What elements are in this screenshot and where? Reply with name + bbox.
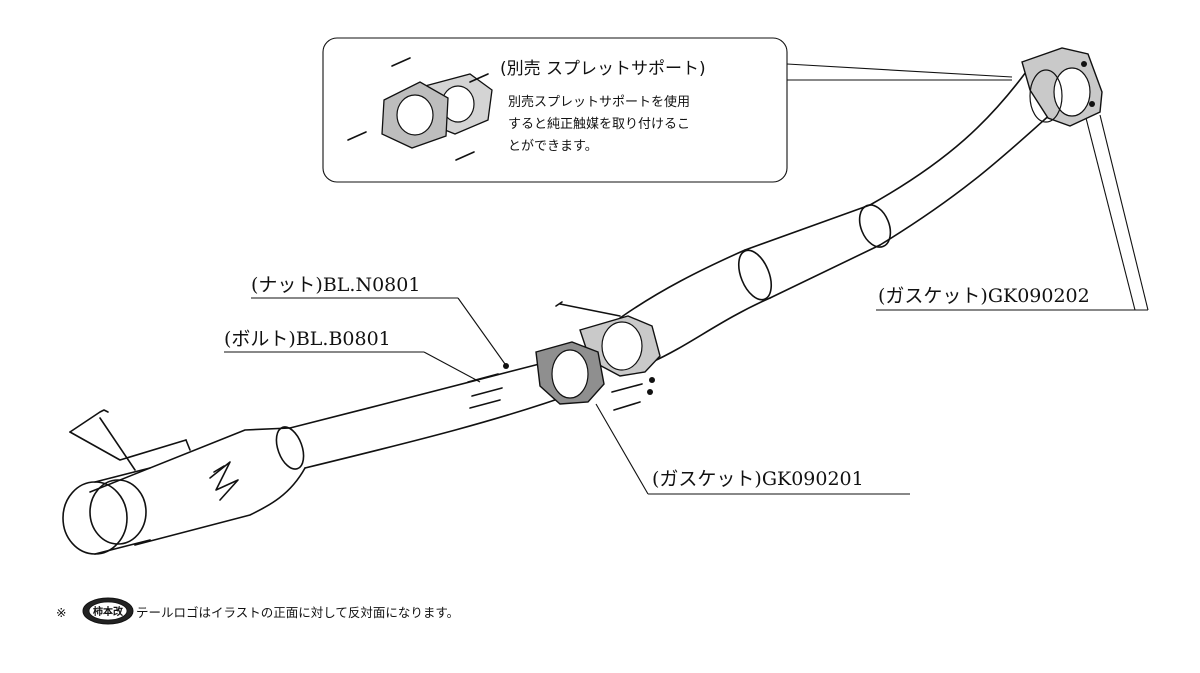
callout-frame: [322, 37, 788, 183]
bolt-label: (ボルト)BL.B0801: [224, 328, 391, 350]
callout-leader-top: [786, 63, 1013, 78]
callout-body-line-1: 別売スプレットサポートを使用: [508, 94, 690, 110]
bolt-leader: [423, 351, 481, 383]
gasket-mid-label: (ガスケット)GK090201: [652, 468, 864, 490]
nut-leader: [457, 297, 506, 365]
gasket-front-label: (ガスケット)GK090202: [878, 285, 1090, 307]
footnote-mark: ※: [56, 605, 66, 620]
front-flange: [1021, 47, 1103, 127]
bolt-label-group: (ボルト)BL.B0801: [224, 328, 481, 383]
gasket-front-label-group: (ガスケット)GK090202: [876, 114, 1149, 311]
footnote: ※ 柿本改 テールロゴはイラストの正面に対して反対面になります。: [56, 597, 459, 625]
gasket-mid-label-group: (ガスケット)GK090201: [595, 403, 910, 495]
callout-title: (別売 スプレットサポート): [500, 59, 706, 79]
gasket-front-leader-1: [1099, 114, 1149, 311]
gasket-mid-leader: [595, 403, 649, 495]
logo-text: 柿本改: [93, 605, 124, 618]
exhaust-pipe: [62, 71, 1063, 555]
kakimoto-logo-badge: 柿本改: [82, 597, 134, 625]
nut-label-group: (ナット)BL.N0801: [251, 274, 506, 365]
spread-support-callout: (別売 スプレットサポート) 別売スプレットサポートを使用 すると純正触媒を取り…: [322, 37, 1013, 183]
footnote-text: テールロゴはイラストの正面に対して反対面になります。: [136, 605, 459, 620]
spread-support-part-illustration: [347, 57, 493, 161]
callout-body-line-2: すると純正触媒を取り付けるこ: [508, 117, 690, 132]
nut-label: (ナット)BL.N0801: [251, 274, 420, 296]
middle-flange: [467, 301, 661, 411]
gasket-front-leader-2: [1085, 117, 1136, 311]
callout-body-line-3: とができます。: [508, 139, 598, 154]
tail-tip-inner: [89, 479, 147, 545]
